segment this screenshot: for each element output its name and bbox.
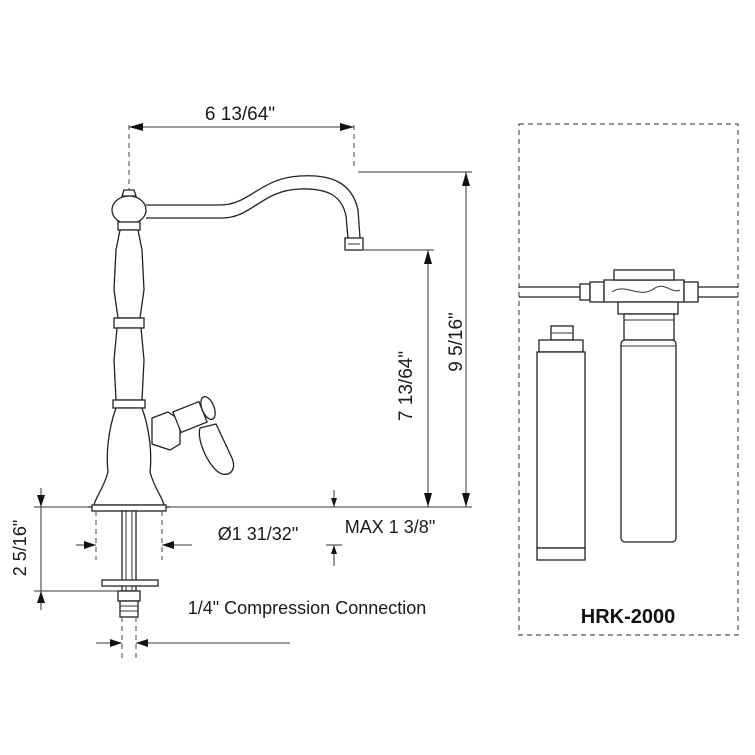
faucet-body xyxy=(88,175,364,618)
connection-label: 1/4" Compression Connection xyxy=(188,598,427,618)
spout-reach-label: 6 13/64" xyxy=(205,104,275,125)
max-deck-label: MAX 1 3/8" xyxy=(345,517,435,537)
shank-length-label: 2 5/16" xyxy=(10,520,30,576)
dimension-lines xyxy=(34,123,472,660)
base-diameter-label: Ø1 31/32" xyxy=(218,524,298,544)
filter-kit-panel: HRK-2000 xyxy=(518,123,739,636)
spout-height-label: 7 13/64" xyxy=(396,351,417,421)
overall-height-label: 9 5/16" xyxy=(446,312,467,372)
dimension-labels: 6 13/64" 9 5/16" 7 13/64" Ø1 31/32" MAX … xyxy=(10,104,467,618)
filter-model-label: HRK-2000 xyxy=(581,606,675,628)
